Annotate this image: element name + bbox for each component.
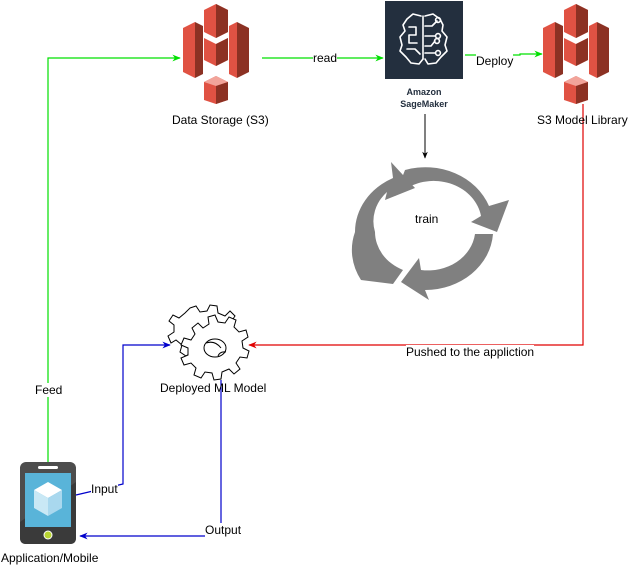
sagemaker-label-line1: Amazon [406,87,442,97]
edge-pushed [248,104,584,349]
model-library-label: S3 Model Library [537,113,628,127]
gears-icon [167,304,250,381]
app-label: Application/Mobile [1,551,99,565]
edge-output-label: Output [205,523,242,537]
sagemaker-label-line2: SageMaker [400,99,448,109]
edge-deploy-label: Deploy [476,54,514,68]
edge-read-label: read [313,51,338,65]
edge-feed-label: Feed [35,383,63,397]
cycle-arrows-icon [351,162,509,300]
edge-pushed-label: Pushed to the appliction [406,345,535,359]
edge-input-label: Input [91,482,118,496]
edge-output [79,380,222,540]
sagemaker-brain-icon[interactable] [385,1,463,79]
edge-input [75,341,171,496]
data-storage-s3-icon[interactable] [183,4,249,104]
mobile-device-icon[interactable] [20,462,76,544]
sagemaker-label: Amazon SageMaker [384,86,464,110]
train-label: train [415,212,439,226]
edge-feed [47,54,181,462]
deployed-model-label: Deployed ML Model [160,381,267,395]
data-storage-label: Data Storage (S3) [172,113,269,127]
model-library-s3-icon[interactable] [543,4,609,104]
